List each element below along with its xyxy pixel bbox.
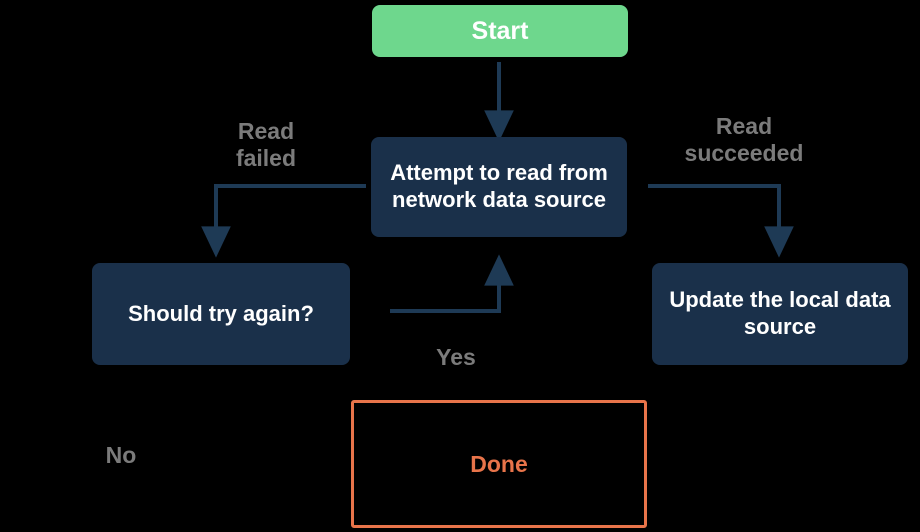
edge-attempt-to-should-retry — [201, 184, 366, 258]
edge-label-read-succeeded: Read succeeded — [684, 113, 804, 167]
node-attempt-read-label: Attempt to read from network data source — [390, 160, 608, 212]
edge-label-read-failed: Read failed — [235, 118, 297, 172]
edge-label-yes: Yes — [436, 344, 476, 370]
node-update-local[interactable]: Update the local data source — [652, 263, 908, 365]
edge-label-no: No — [105, 442, 137, 468]
node-update-local-label: Update the local data source — [669, 287, 891, 339]
node-done-label: Done — [470, 450, 528, 477]
node-start-label: Start — [471, 16, 529, 45]
node-should-retry-label: Should try again? — [128, 300, 314, 326]
node-start[interactable]: Start — [372, 5, 628, 57]
node-should-retry[interactable]: Should try again? — [92, 263, 350, 365]
node-done[interactable]: Done — [351, 400, 647, 528]
edge-attempt-to-update-local — [648, 184, 794, 258]
edge-retry-yes-to-attempt — [390, 254, 514, 313]
node-attempt-read[interactable]: Attempt to read from network data source — [371, 137, 627, 237]
